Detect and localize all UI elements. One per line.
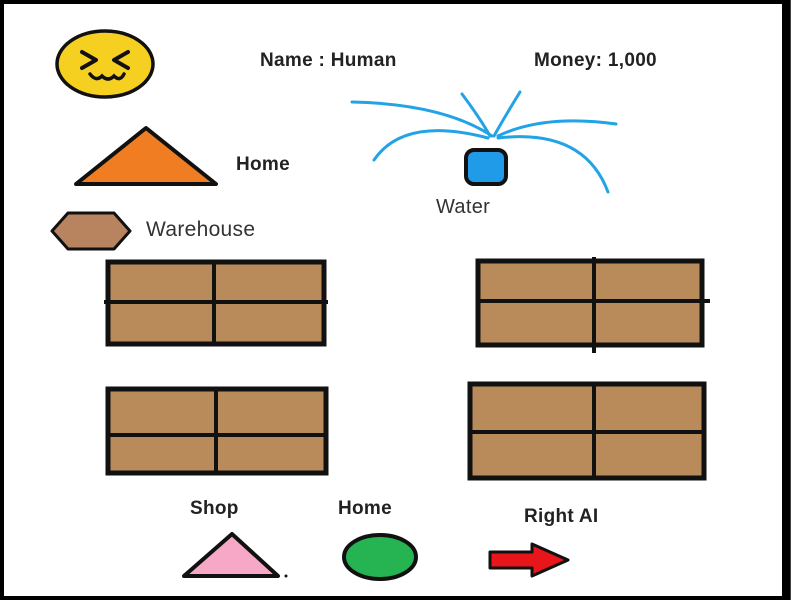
right-border [782,0,800,600]
crate-bottom-left[interactable] [104,385,330,477]
home-circle-icon[interactable] [338,530,422,584]
player-name: Name : Human [260,50,397,71]
crate-top-right[interactable] [474,257,712,353]
home-triangle-icon[interactable] [72,124,220,188]
crate-top-left[interactable] [104,258,330,348]
shop-label: Shop [190,498,239,519]
crate-bottom-right[interactable] [466,380,710,484]
home-label-bottom: Home [338,498,392,519]
shop-triangle-icon[interactable] [178,530,290,582]
right-ai-label: Right AI [524,506,599,527]
money-counter: Money: 1,000 [534,50,657,71]
water-fountain-icon[interactable] [344,88,624,200]
game-board: Name : Human Money: 1,000 Home Water War… [4,4,782,596]
water-label: Water [436,196,491,218]
player-face-icon[interactable] [54,28,156,100]
warehouse-hexagon-icon[interactable] [48,210,134,252]
home-label-top: Home [236,154,290,175]
right-arrow-icon[interactable] [486,540,574,580]
warehouse-label: Warehouse [146,218,256,241]
